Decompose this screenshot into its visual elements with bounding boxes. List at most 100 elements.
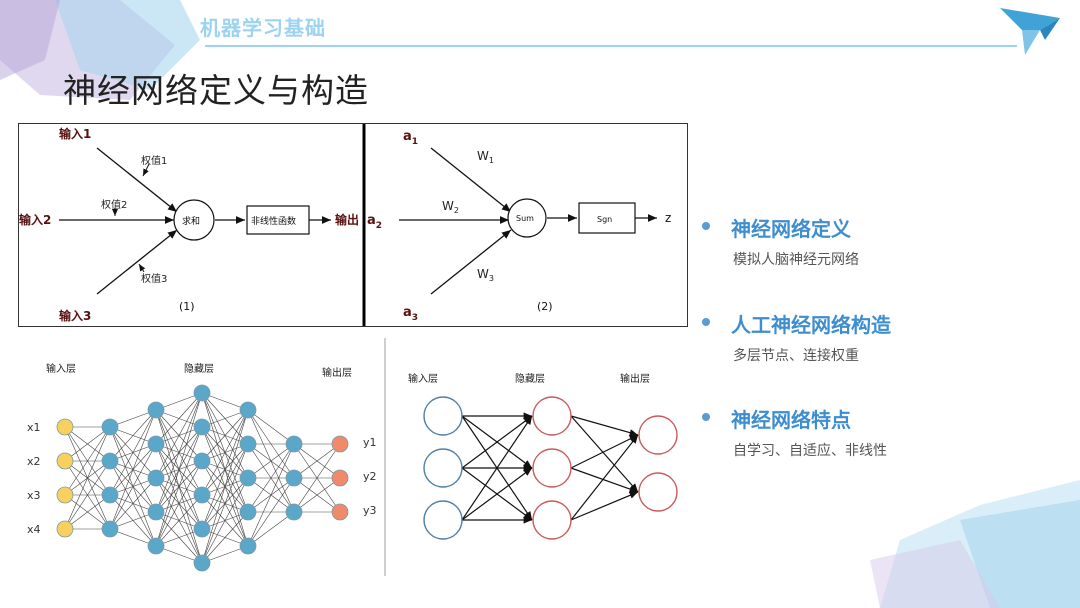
sum-node-2 <box>507 198 547 238</box>
network-edge <box>109 409 157 530</box>
deep-node-l0-3 <box>56 520 74 538</box>
z-label: z <box>665 211 671 225</box>
network-edge <box>247 443 295 513</box>
bullet-desc-1: 模拟人脑神经元网络 <box>733 252 859 268</box>
deep-node-l1-2 <box>101 486 119 504</box>
x2-label: x2 <box>27 455 41 468</box>
weight2-label: 权值2 <box>101 198 127 211</box>
a1-label: a <box>403 129 412 144</box>
network-edge <box>201 409 249 462</box>
network-edge <box>201 409 249 496</box>
multilayer-network-diagram: 输入层 隐藏层 输出层 x1 x2 x3 x4 y1 y2 y3 输入层 隐藏层… <box>18 338 686 578</box>
svg-text:W3: W3 <box>477 267 494 283</box>
deep-node-l2-0 <box>147 401 165 419</box>
network-edge <box>201 511 249 564</box>
input2-label: 输入2 <box>19 212 51 227</box>
simple-node-l2-0 <box>638 415 678 455</box>
deep-node-l2-2 <box>147 469 165 487</box>
caption-1: (1) <box>179 300 195 313</box>
activation-box <box>246 205 310 235</box>
deep-node-l3-1 <box>193 418 211 436</box>
bullet-dot-1 <box>702 222 710 230</box>
network-edge <box>201 443 249 564</box>
svg-text:W2: W2 <box>442 199 459 215</box>
deep-output-layer-label: 输出层 <box>322 366 352 379</box>
network-edge <box>293 443 341 479</box>
x1-label: x1 <box>27 421 41 434</box>
activation-label: 非线性函数 <box>251 215 296 227</box>
svg-text:a3: a3 <box>403 305 418 323</box>
bullet-dot-2 <box>702 318 710 326</box>
network-edge <box>64 460 111 530</box>
network-svg: 输入层 隐藏层 输出层 x1 x2 x3 x4 y1 y2 y3 输入层 隐藏层… <box>27 338 678 576</box>
svg-text:a1: a1 <box>403 129 418 147</box>
network-arrow <box>570 434 639 521</box>
simple-node-l0-0 <box>423 396 463 436</box>
deep-node-l0-1 <box>56 452 74 470</box>
network-edge <box>109 477 157 530</box>
simple-node-l1-2 <box>532 500 572 540</box>
simple-node-l2-1 <box>638 472 678 512</box>
network-edge <box>155 494 203 547</box>
a3-label: a <box>403 305 412 320</box>
bullet-dot-3 <box>702 413 710 421</box>
network-edge <box>109 443 157 530</box>
network-edge <box>109 409 157 496</box>
caption-2: (2) <box>537 300 553 313</box>
deep-node-l4-4 <box>239 537 257 555</box>
network-edge <box>155 392 203 479</box>
deep-node-l4-1 <box>239 435 257 453</box>
perceptron-diagram: 输入1 输入2 输入3 权值1 权值2 权值3 求和 非线性函数 输出 (1) … <box>18 123 688 327</box>
network-edge <box>64 426 111 462</box>
svg-text:W1: W1 <box>477 149 494 165</box>
network-edge <box>247 409 295 445</box>
network-edge <box>155 392 203 547</box>
deep-node-l2-4 <box>147 537 165 555</box>
a2-label: a <box>367 213 376 228</box>
network-edge <box>201 409 249 530</box>
deep-node-l6-0 <box>331 435 349 453</box>
network-edge <box>293 477 341 513</box>
network-edge <box>64 494 111 530</box>
simple-node-l1-0 <box>532 396 572 436</box>
network-edge <box>247 443 295 547</box>
simple-node-l0-1 <box>423 448 463 488</box>
bullet-title-1: 神经网络定义 <box>731 217 851 241</box>
network-edge <box>201 477 249 564</box>
input1-label: 输入1 <box>59 126 91 141</box>
bird-logo-icon <box>1000 8 1060 55</box>
deep-node-l3-4 <box>193 520 211 538</box>
deep-node-l0-2 <box>56 486 74 504</box>
simple-node-l1-1 <box>532 448 572 488</box>
section-title: 机器学习基础 <box>200 16 326 40</box>
network-edge <box>109 409 157 462</box>
simple-input-layer-label: 输入层 <box>408 372 438 385</box>
y3-label: y3 <box>363 504 377 517</box>
w2-label: W <box>442 199 454 213</box>
network-arrow <box>570 434 639 469</box>
input3-label: 输入3 <box>59 308 91 323</box>
network-arrow <box>570 415 639 493</box>
network-edge <box>155 392 203 513</box>
network-arrow <box>570 467 639 493</box>
bullet-desc-3: 自学习、自适应、非线性 <box>733 443 887 459</box>
network-edge <box>247 443 295 479</box>
network-arrow <box>461 415 533 521</box>
deep-node-l1-0 <box>101 418 119 436</box>
deep-hidden-layer-label: 隐藏层 <box>184 363 214 375</box>
deep-node-l5-1 <box>285 469 303 487</box>
weight1-label: 权值1 <box>141 154 167 167</box>
deep-node-l5-2 <box>285 503 303 521</box>
deep-node-l2-3 <box>147 503 165 521</box>
network-edge <box>293 443 341 513</box>
deep-node-l4-2 <box>239 469 257 487</box>
sum-node <box>173 199 215 241</box>
deep-node-l2-1 <box>147 435 165 453</box>
network-arrow <box>461 467 533 521</box>
deep-node-l3-3 <box>193 486 211 504</box>
network-edge <box>247 477 295 547</box>
deep-node-l6-1 <box>331 469 349 487</box>
deep-node-l1-3 <box>101 520 119 538</box>
w1-label: W <box>477 149 489 163</box>
